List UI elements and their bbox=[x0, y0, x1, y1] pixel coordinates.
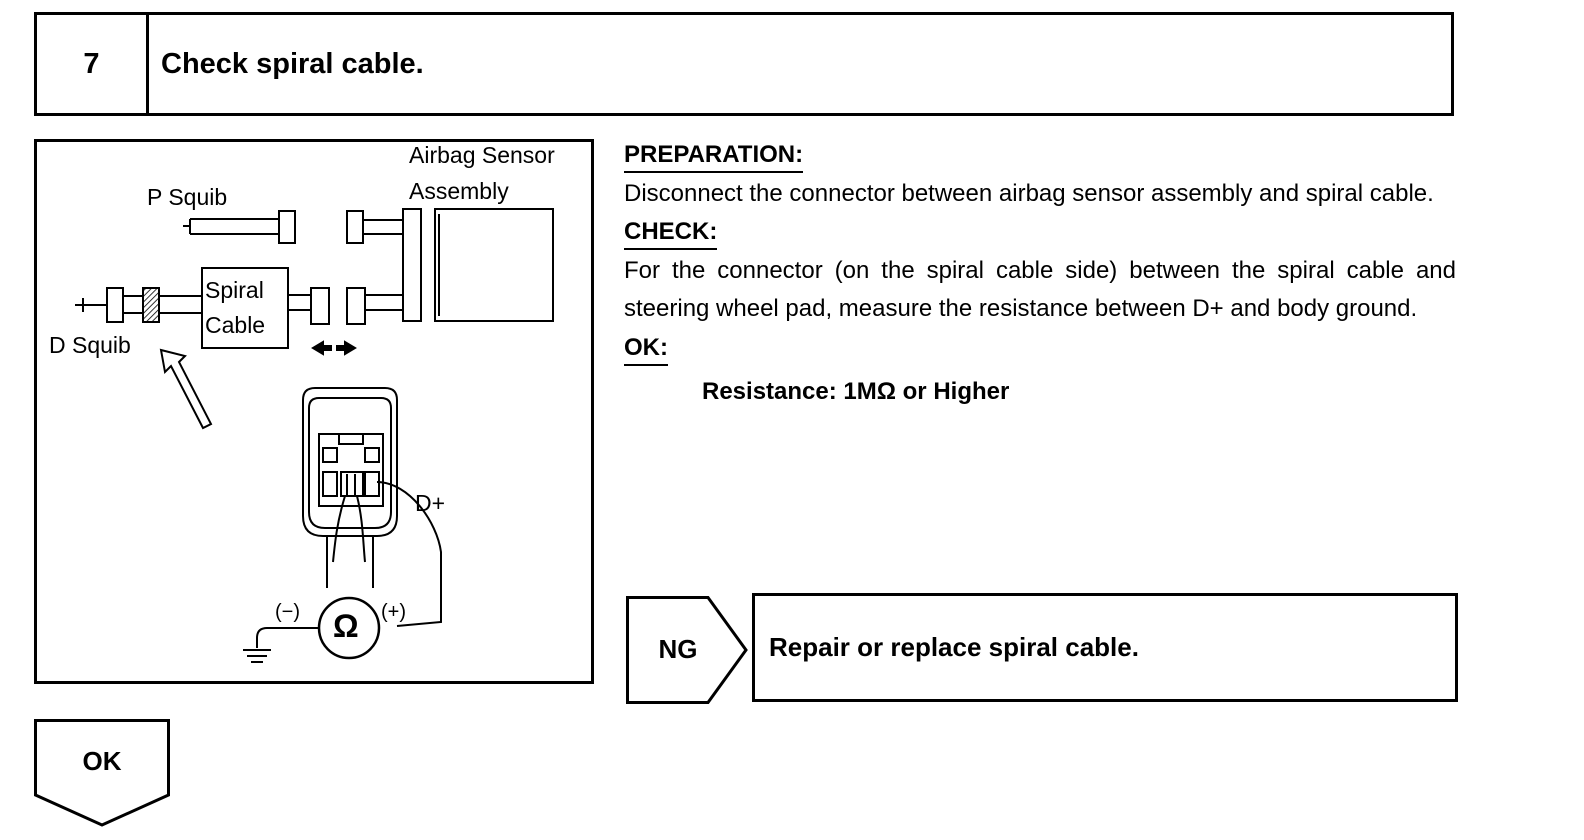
ng-arrow-shape bbox=[626, 596, 748, 704]
view-direction-arrow bbox=[159, 348, 213, 430]
wiring-illustration: Airbag Sensor Assembly P Squib D Squib S… bbox=[34, 139, 594, 684]
wiring-diagram-svg bbox=[75, 208, 554, 663]
label-d-squib: D Squib bbox=[49, 332, 131, 358]
ng-action-text: Repair or replace spiral cable. bbox=[769, 632, 1139, 662]
cable-bundle bbox=[326, 536, 374, 588]
ng-label: NG bbox=[658, 633, 698, 664]
label-minus: (−) bbox=[275, 601, 300, 623]
sensor-upper-socket bbox=[346, 210, 364, 244]
disconnect-arrow-left bbox=[311, 340, 332, 356]
step-number: 7 bbox=[37, 15, 149, 113]
check-heading: CHECK: bbox=[624, 216, 718, 250]
step-header: 7 Check spiral cable. bbox=[34, 12, 1454, 116]
label-plus: (+) bbox=[381, 601, 406, 623]
label-p-squib: P Squib bbox=[147, 184, 228, 210]
label-cable: Cable bbox=[205, 312, 266, 338]
d-squib-plug bbox=[106, 287, 124, 323]
label-d-plus: D+ bbox=[415, 490, 446, 516]
p-squib-plug bbox=[278, 210, 296, 244]
step-title: Check spiral cable. bbox=[161, 47, 424, 80]
ng-action-box: Repair or replace spiral cable. bbox=[752, 593, 1458, 702]
label-assembly: Assembly bbox=[409, 178, 509, 204]
check-text: For the connector (on the spiral cable s… bbox=[624, 256, 1456, 323]
ohm-symbol: Ω bbox=[333, 608, 359, 644]
instructions: PREPARATION: Disconnect the connector be… bbox=[624, 136, 1456, 412]
ok-arrow-shape bbox=[34, 719, 170, 827]
airbag-sensor-flange bbox=[402, 208, 422, 322]
airbag-sensor-body bbox=[434, 208, 554, 322]
sensor-lower-socket bbox=[346, 287, 366, 325]
disconnect-arrow-right bbox=[336, 340, 357, 356]
preparation-heading: PREPARATION: bbox=[624, 139, 804, 173]
resistance-spec: Resistance: 1MΩ or Higher bbox=[702, 378, 1010, 405]
hatched-connector bbox=[142, 287, 160, 323]
label-airbag-sensor: Airbag Sensor bbox=[409, 142, 555, 168]
preparation-text: Disconnect the connector between airbag … bbox=[624, 179, 1434, 207]
ok-heading: OK: bbox=[624, 332, 668, 366]
spiral-cable-box bbox=[201, 267, 289, 349]
ok-label: OK bbox=[82, 745, 122, 776]
label-spiral: Spiral bbox=[205, 277, 264, 303]
spiral-cable-connector bbox=[310, 287, 330, 325]
